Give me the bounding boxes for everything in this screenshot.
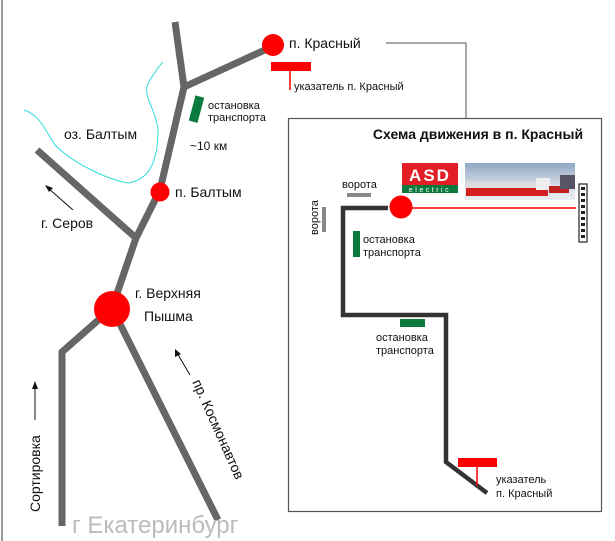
stop-a-icon [353, 231, 360, 257]
asd-logo-subtext: electric [409, 187, 451, 194]
label-stop-b-2: транспорта [376, 345, 435, 357]
kosmonavtov-arrow-head [175, 349, 181, 357]
label-ekaterinburg: г Екатеринбург [72, 512, 239, 539]
label-stop-a-2: транспорта [363, 247, 422, 259]
stop-b-icon [400, 319, 425, 327]
asd-logo-sub-bg [402, 185, 458, 193]
inset-connector [386, 42, 467, 119]
label-stop-a-1: остановка [363, 234, 416, 246]
label-krasny: п. Красный [289, 35, 361, 51]
pyshma-point [94, 291, 130, 327]
inset-title: Схема движения в п. Красный [373, 126, 583, 142]
label-sign-inset-1: указатель [496, 474, 547, 486]
label-sign-inset-2: п. Красный [496, 488, 552, 500]
label-distance: ~10 км [190, 139, 227, 153]
baltym-point [150, 182, 170, 202]
label-lake: оз. Балтым [64, 126, 137, 142]
kosmonavtov-arrow [176, 352, 191, 376]
asd-logo [402, 163, 458, 185]
serov-arrow-head [45, 185, 53, 192]
main-road [58, 21, 188, 526]
gate-side-icon [322, 207, 326, 232]
building-photo [465, 163, 575, 200]
label-baltym: п. Балтым [175, 184, 242, 200]
sign-krasny-icon [271, 62, 311, 71]
asd-point [389, 195, 413, 219]
sortirovka-arrow-head [32, 381, 38, 389]
road-kosmonavtov [108, 306, 222, 522]
label-pyshma-2: Пышма [144, 308, 193, 324]
label-gate-top: ворота [342, 179, 378, 191]
label-stop1-line2: транспорта [208, 112, 267, 124]
building-windows [581, 187, 585, 238]
krasny-point [262, 34, 284, 56]
roads [34, 21, 282, 526]
inset-route [340, 205, 489, 495]
label-kosmonavtov: пр. Космонавтов [189, 377, 247, 482]
bus-stop-icon [188, 95, 205, 123]
label-sign-krasny: указатель п. Красный [294, 81, 404, 93]
label-stop1-line1: остановка [208, 100, 261, 112]
sign-inset-icon [458, 458, 497, 467]
road-to-serov [34, 147, 139, 241]
label-gate-side: ворота [309, 199, 321, 235]
label-sortirovka: Сортировка [27, 435, 43, 512]
lake-shore [23, 61, 164, 184]
label-pyshma-1: г. Верхняя [135, 285, 201, 301]
label-stop-b-1: остановка [376, 332, 429, 344]
gate-top-icon [347, 193, 371, 197]
asd-logo-text: ASD [409, 166, 451, 185]
serov-arrow [47, 187, 74, 211]
label-serov: г. Серов [41, 215, 93, 231]
